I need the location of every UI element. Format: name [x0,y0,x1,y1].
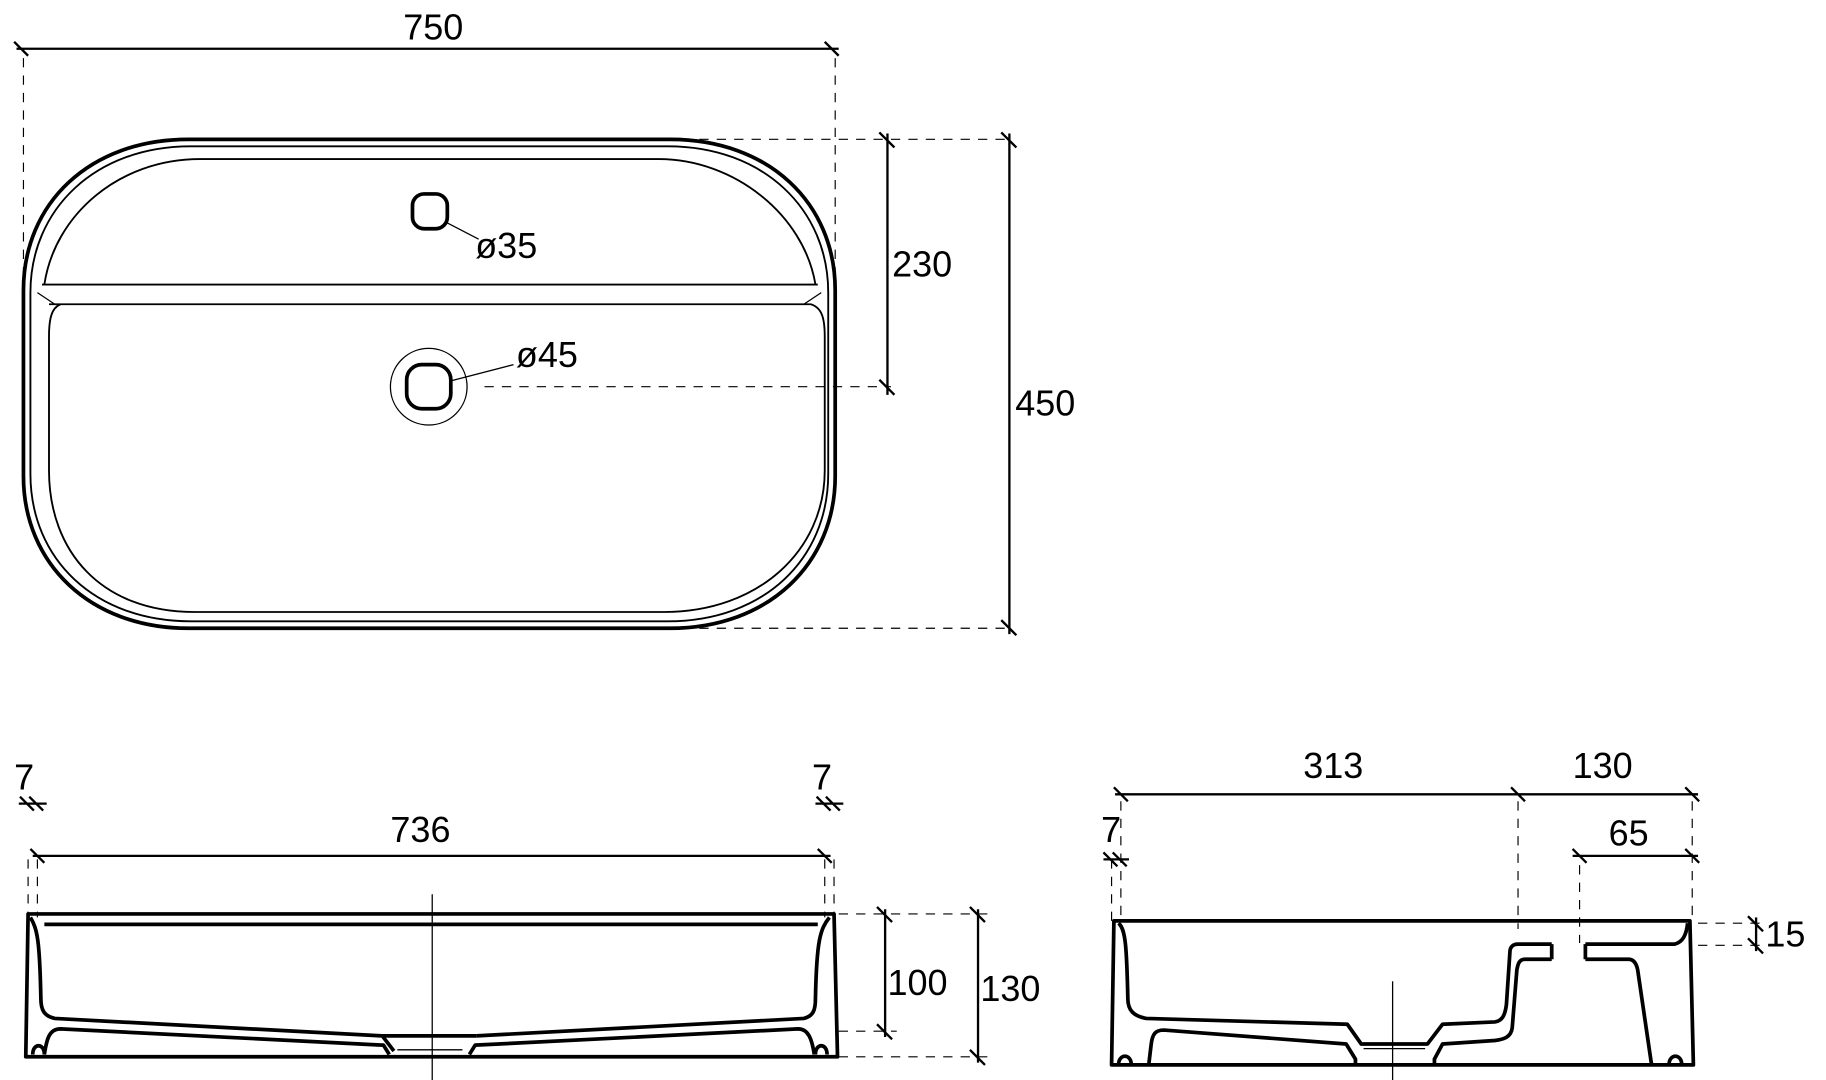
tap-hole [410,192,450,231]
basin-rim-outline [29,145,830,623]
side-view: 313 130 65 7 15 [1101,745,1805,1080]
shelf-inner-outline [43,158,817,285]
drain-hole-diameter-label: ø45 [516,334,578,375]
front-bowl-profile [28,916,831,1053]
side-outer-profile [1109,919,1696,1067]
shelf-depth-dimension-label: 230 [892,243,952,284]
drain-hole-ring [389,347,468,426]
top-view: ø35 ø45 750 230 450 [13,6,1075,637]
bowl-depth-dimension-label: 100 [887,962,947,1003]
side-wall-dimension-label: 7 [1101,809,1121,850]
tap-hole-diameter-label: ø35 [475,225,537,266]
tap-offset-dimension-label: 65 [1609,812,1649,853]
basin-outer-outline [21,137,838,631]
shelf-length-dimension-label: 130 [1573,745,1633,786]
front-view: 7 7 736 100 130 [14,757,1040,1080]
shelf-drop-dimension-label: 15 [1765,913,1805,954]
right-wall-dimension-label: 7 [812,757,832,798]
left-wall-dimension-label: 7 [14,757,34,798]
side-bowl-profile [1117,921,1690,1046]
bowl-length-dimension-label: 313 [1303,745,1363,786]
depth-dimension-label: 450 [1015,383,1075,424]
total-height-dimension-label: 130 [980,968,1040,1009]
drain-hole [404,362,453,411]
width-dimension-label: 750 [403,6,463,47]
bowl-inner-outline [48,303,826,613]
front-outer-profile [23,912,840,1059]
inner-width-dimension-label: 736 [390,809,450,850]
